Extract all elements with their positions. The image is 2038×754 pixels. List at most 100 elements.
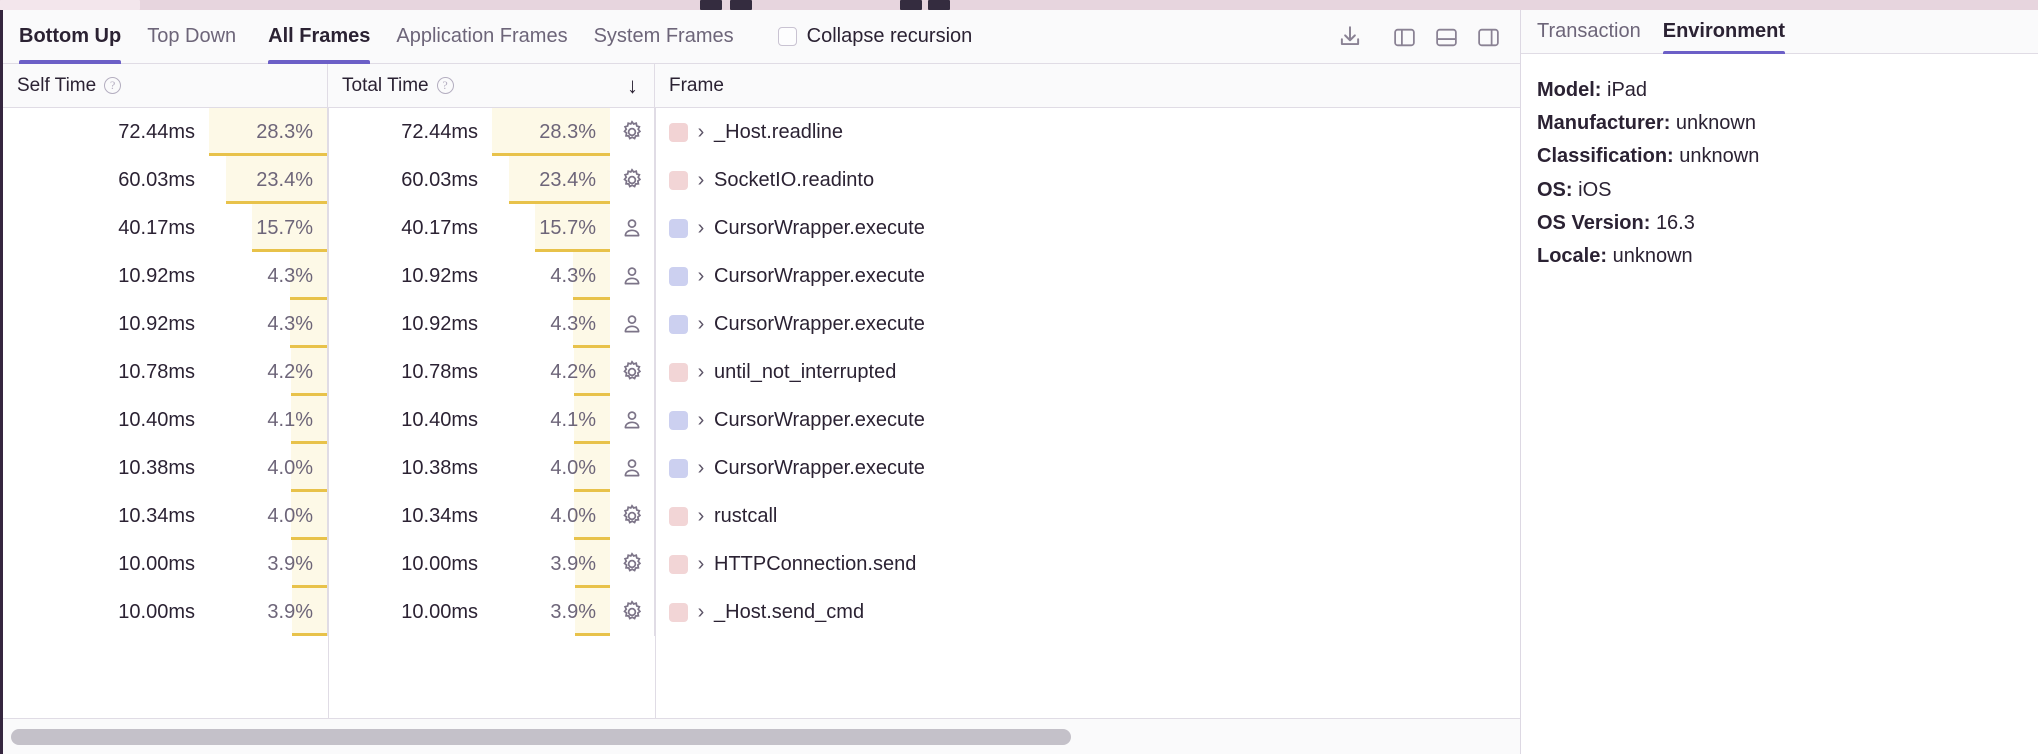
percent-bar-underline (492, 153, 610, 156)
layout-bottom-panel-icon[interactable] (1432, 23, 1460, 51)
frame-color-swatch (669, 218, 688, 238)
gear-icon[interactable] (610, 348, 654, 396)
expand-chevron-icon[interactable]: › (697, 361, 705, 383)
expand-chevron-icon[interactable]: › (697, 553, 705, 575)
gear-icon[interactable] (610, 540, 654, 588)
expand-chevron-icon[interactable]: › (697, 217, 705, 239)
help-icon[interactable]: ? (436, 77, 454, 94)
tab-top-down[interactable]: Top Down (147, 10, 236, 64)
total-percent-value: 3.9% (550, 552, 596, 575)
frame-cell[interactable]: ›_Host.readline (655, 108, 1520, 156)
total-percent-value: 4.0% (550, 456, 596, 479)
total-percent-value: 15.7% (539, 216, 596, 239)
self-time-value: 60.03ms (118, 168, 195, 191)
expand-chevron-icon[interactable]: › (697, 313, 705, 335)
sort-descending-icon[interactable]: ↓ (627, 72, 638, 98)
frame-cell[interactable]: ›CursorWrapper.execute (655, 252, 1520, 300)
frame-cell[interactable]: ›HTTPConnection.send (655, 540, 1520, 588)
horizontal-scrollbar-thumb[interactable] (11, 728, 1071, 745)
frame-cell[interactable]: › CursorWrapper.execute (655, 444, 1520, 492)
expand-chevron-icon[interactable]: › (697, 169, 705, 191)
expand-chevron-icon[interactable]: › (697, 505, 705, 527)
total-percent-cell: 4.0% (492, 492, 610, 540)
tab-environment[interactable]: Environment (1662, 10, 1786, 54)
self-time-value: 10.00ms (118, 600, 195, 623)
person-icon[interactable] (610, 300, 654, 348)
download-icon[interactable] (1336, 23, 1364, 51)
gear-icon[interactable] (610, 108, 654, 156)
tab-application-frames[interactable]: Application Frames (396, 10, 567, 64)
percent-bar-background (573, 348, 610, 396)
tab-transaction[interactable]: Transaction (1537, 10, 1641, 54)
layout-left-panel-icon[interactable] (1390, 23, 1418, 51)
tab-all-frames[interactable]: All Frames (268, 10, 371, 64)
frame-cell[interactable]: › CursorWrapper.execute (655, 300, 1520, 348)
total-percent-cell: 28.3% (492, 108, 610, 156)
toolbar: Bottom Up Top Down All Frames Applicatio… (3, 10, 1520, 64)
environment-field-value: unknown (1675, 112, 1756, 135)
expand-chevron-icon[interactable]: › (697, 457, 705, 479)
gear-icon[interactable] (610, 156, 654, 204)
expand-chevron-icon[interactable]: › (697, 265, 705, 287)
expand-chevron-icon[interactable]: › (697, 409, 705, 431)
self-percent-cell: 4.1% (209, 396, 327, 444)
gear-icon[interactable] (610, 492, 654, 540)
tab-system-frames[interactable]: System Frames (594, 10, 734, 64)
percent-bar-background (209, 108, 327, 156)
column-header-frame[interactable]: Frame (655, 64, 1520, 107)
environment-field-key: OS: (1537, 178, 1573, 201)
frame-cell[interactable]: ›rustcall (655, 492, 1520, 540)
frame-name: CursorWrapper.execute (714, 456, 925, 479)
percent-bar-underline (291, 633, 327, 636)
person-icon[interactable] (610, 204, 654, 252)
self-percent-value: 15.7% (256, 216, 313, 239)
total-percent-cell: 3.9% (492, 588, 610, 636)
frame-cell[interactable]: ›CursorWrapper.execute (655, 396, 1520, 444)
horizontal-scrollbar[interactable] (3, 718, 1520, 754)
frame-cell[interactable]: ›CursorWrapper.execute (655, 204, 1520, 252)
total-percent-cell: 23.4% (492, 156, 610, 204)
percent-bar-underline (290, 345, 327, 348)
layout-right-panel-icon[interactable] (1474, 23, 1502, 51)
frame-cell[interactable]: ›SocketIO.readinto (655, 156, 1520, 204)
environment-field-key: Classification: (1537, 145, 1674, 168)
person-icon[interactable] (610, 396, 654, 444)
gear-icon[interactable] (610, 588, 654, 636)
person-icon[interactable] (610, 444, 654, 492)
percent-bar-underline (225, 201, 327, 204)
column-header-total-time[interactable]: Total Time ? ↓ (328, 64, 655, 107)
frame-name: CursorWrapper.execute (714, 312, 925, 335)
percent-bar-background (291, 540, 327, 588)
percent-bar-background (492, 108, 610, 156)
frame-cell[interactable]: ›_Host.send_cmd (655, 588, 1520, 636)
collapse-recursion-checkbox[interactable]: Collapse recursion (777, 25, 972, 48)
frame-color-swatch (669, 170, 688, 190)
expand-chevron-icon[interactable]: › (697, 601, 705, 623)
frame-cell[interactable]: ›until_not_interrupted (655, 348, 1520, 396)
total-percent-cell: 4.1% (492, 396, 610, 444)
tab-environment-label: Environment (1662, 20, 1785, 42)
total-percent-value: 4.3% (550, 312, 596, 335)
expand-chevron-icon[interactable]: › (697, 121, 705, 143)
tab-bottom-up[interactable]: Bottom Up (19, 10, 122, 64)
person-icon[interactable] (610, 252, 654, 300)
tab-all-frames-label: All Frames (268, 25, 371, 47)
column-header-self-time[interactable]: Self Time ? (3, 64, 328, 107)
help-icon[interactable]: ? (104, 77, 122, 94)
percent-bar-underline (290, 393, 327, 396)
total-percent-value: 4.1% (550, 408, 596, 431)
